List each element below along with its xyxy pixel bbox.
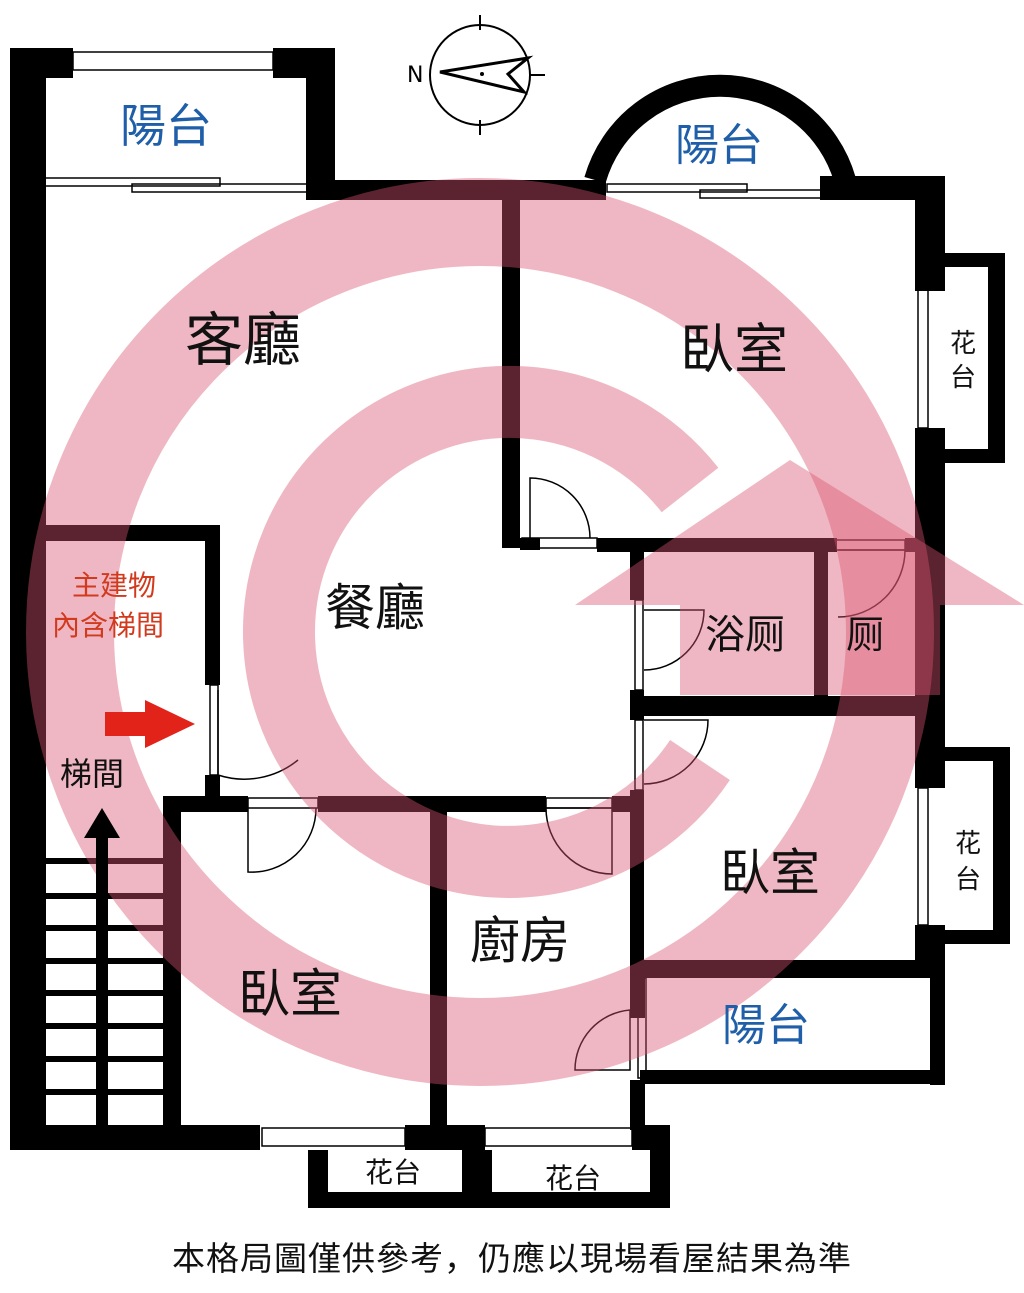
door-swings — [217, 477, 906, 1071]
label-planter-right-top-2: 台 — [950, 363, 976, 393]
label-bathroom: 浴厕 — [705, 612, 785, 658]
label-dining-room: 餐廳 — [325, 579, 425, 637]
compass: N — [407, 15, 545, 135]
compass-north-letter: N — [407, 63, 423, 88]
label-main-building-line2: 內含梯間 — [52, 609, 164, 642]
label-main-building-line1: 主建物 — [72, 569, 156, 602]
label-planter-right-top-1: 花 — [950, 329, 976, 359]
label-balcony-top-left: 陽台 — [120, 99, 212, 153]
label-bedroom-top-right: 臥室 — [680, 318, 788, 381]
label-toilet: 厕 — [846, 613, 884, 657]
label-bedroom-bottom-left: 臥室 — [238, 965, 342, 1025]
watermark-logo — [26, 178, 934, 1086]
windows — [44, 51, 941, 1147]
label-bedroom-mid-right: 臥室 — [720, 844, 820, 902]
arc-balcony-wall — [584, 74, 856, 184]
stair-up-arrow-icon — [84, 808, 120, 1125]
label-balcony-bottom-right: 陽台 — [722, 1000, 810, 1051]
label-stairwell: 梯間 — [60, 755, 124, 793]
label-planter-bottom-left: 花台 — [365, 1156, 421, 1189]
label-balcony-top-arc: 陽台 — [675, 120, 763, 171]
entry-arrow-icon — [105, 700, 195, 748]
label-planter-right-bottom-1: 花 — [955, 829, 981, 859]
label-living-room: 客廳 — [185, 306, 301, 374]
label-planter-right-bottom-2: 台 — [955, 865, 981, 895]
watermark-arrow — [575, 460, 1024, 695]
label-kitchen: 廚房 — [470, 912, 570, 970]
disclaimer-footer: 本格局圖僅供參考，仍應以現場看屋結果為準 — [172, 1239, 852, 1278]
label-planter-bottom-right: 花台 — [545, 1162, 601, 1195]
